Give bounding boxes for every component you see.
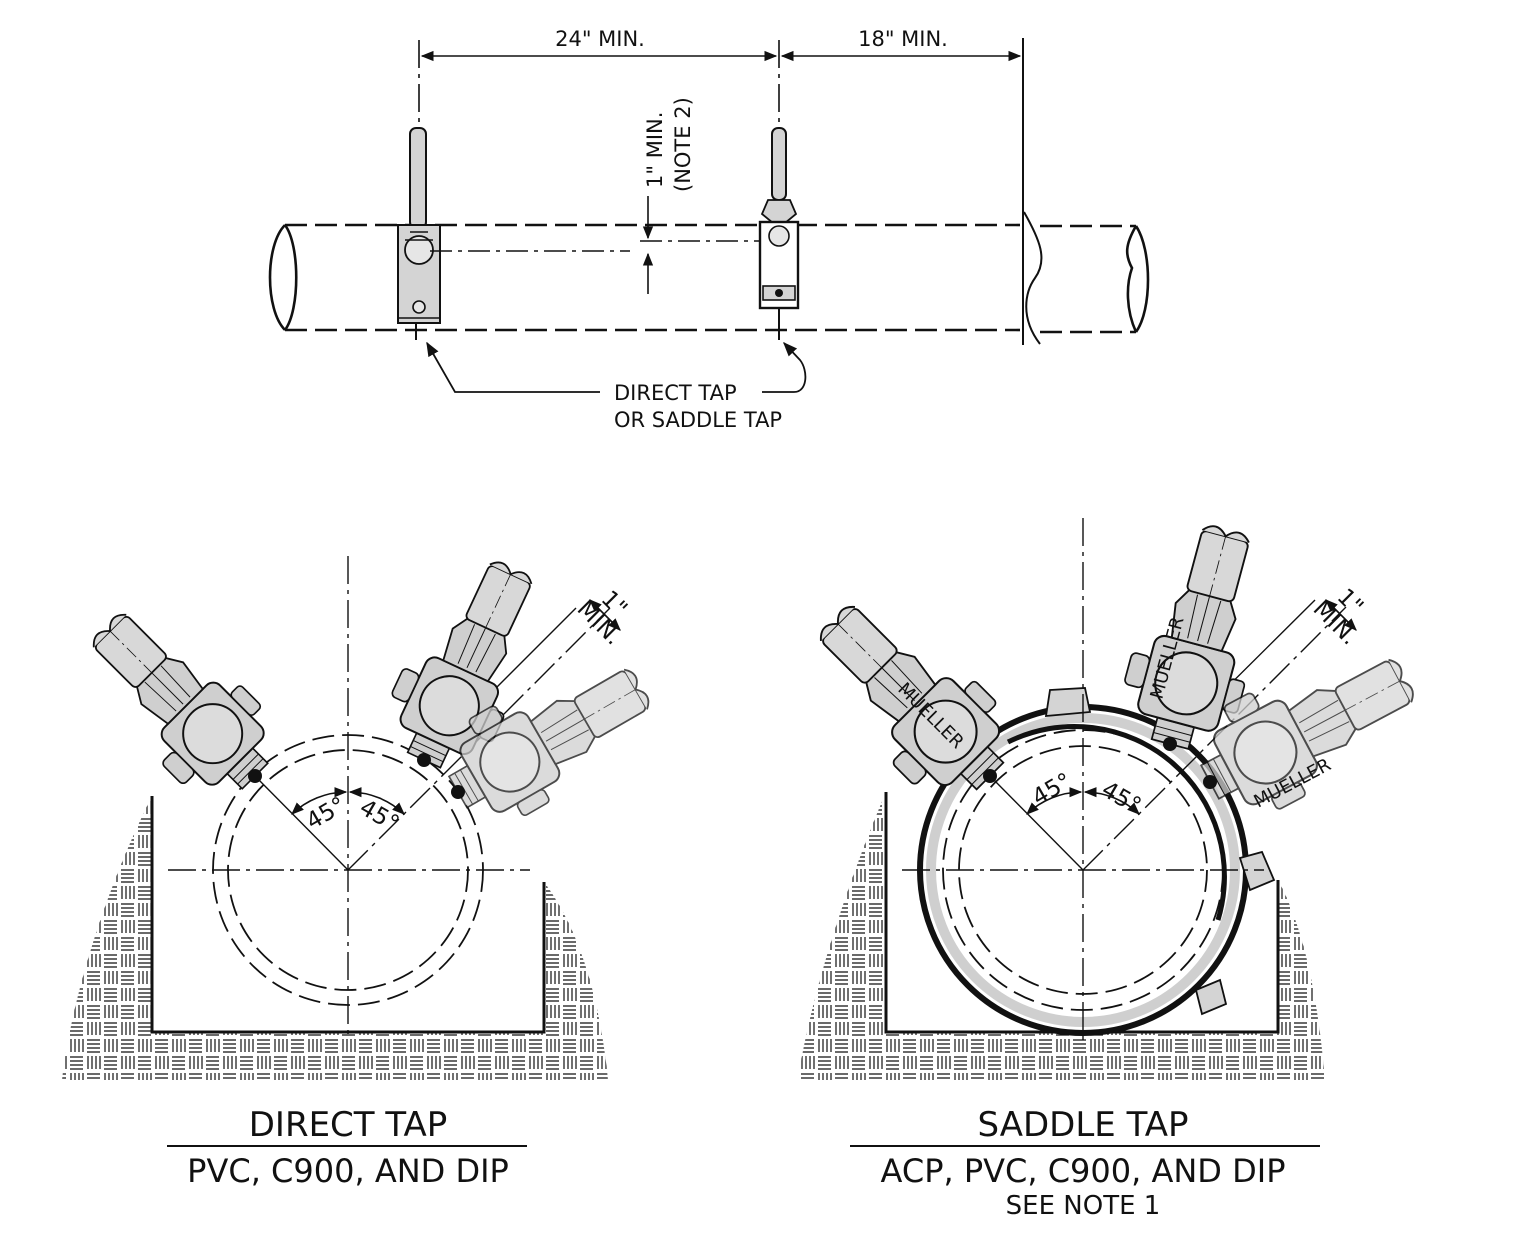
extension-lines — [418, 40, 780, 235]
soil-right — [1278, 880, 1325, 1080]
clearance-dim-line — [1325, 599, 1357, 631]
direct-tap-section: 45° 45° 1" MIN. DIRECT TAP PVC, C900, AN… — [62, 543, 670, 1190]
dim-label-18: 18" MIN. — [858, 27, 948, 51]
angle-arc-left — [291, 787, 348, 815]
saddle-lug-top — [1044, 687, 1092, 718]
dim-label-1in-min: 1" MIN. — [643, 112, 667, 188]
tap-point-left — [248, 769, 262, 783]
callout-direct-tap: DIRECT TAP — [614, 381, 737, 405]
tap-point-right — [451, 785, 465, 799]
soil-left — [798, 792, 1300, 1080]
left-45-line — [254, 775, 349, 871]
saddle-tap-title: SADDLE TAP — [978, 1105, 1189, 1145]
tap-point-top — [417, 753, 431, 767]
plan-tap-direct — [397, 127, 441, 340]
direct-tap-title: DIRECT TAP — [249, 1105, 448, 1145]
callout-leader-saddle — [762, 341, 807, 393]
saddle-lug-right — [1238, 850, 1276, 892]
saddle-tap-note: SEE NOTE 1 — [1006, 1191, 1161, 1221]
saddle-lug-bottom — [1194, 978, 1228, 1016]
callout-or-saddle-tap: OR SADDLE TAP — [614, 408, 782, 432]
saddle-tap-section: MUELLER MUELLER MUELLER 45° 45° 1" MIN. … — [789, 513, 1434, 1221]
angle-arc-right — [348, 787, 405, 815]
angle-arc-left — [1026, 787, 1083, 815]
plan-tap-saddle — [758, 127, 800, 340]
plan-view: 24" MIN. 18" MIN. 1" MIN. — [268, 27, 1150, 432]
soil-right — [544, 882, 608, 1080]
dim-label-note2: (NOTE 2) — [671, 97, 695, 192]
callout-leader-direct — [426, 341, 600, 393]
tap-point-right — [1203, 775, 1217, 789]
tap-point-left — [983, 769, 997, 783]
direct-tap-subtitle: PVC, C900, AND DIP — [187, 1152, 509, 1190]
valve-left-45 — [63, 587, 295, 818]
dim-label-24: 24" MIN. — [555, 27, 645, 51]
angle-arc-right — [1083, 787, 1140, 815]
saddle-tap-subtitle: ACP, PVC, C900, AND DIP — [881, 1152, 1286, 1190]
soil-left — [62, 796, 560, 1080]
clearance-dim-line — [589, 599, 621, 631]
tap-point-top — [1163, 737, 1177, 751]
left-45-line — [989, 775, 1084, 871]
